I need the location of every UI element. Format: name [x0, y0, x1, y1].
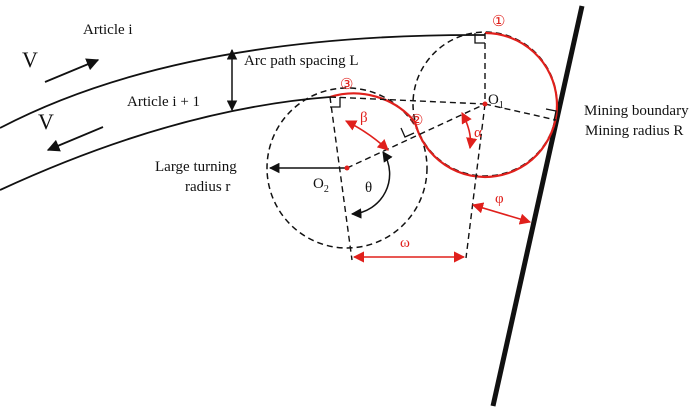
right-angle-boundary: [545, 108, 557, 122]
alpha-arc: [461, 112, 478, 150]
label-o1: O1: [488, 92, 504, 111]
point-3-marker: ③: [340, 77, 353, 93]
angle-phi: φ: [495, 191, 504, 207]
dash-p3-o1: [329, 96, 486, 105]
mining-boundary-line: [490, 5, 585, 407]
phi-arrow: [471, 202, 532, 225]
velocity-arrow-top: [44, 58, 100, 83]
angle-theta: θ: [365, 180, 372, 196]
path-article-i1: [0, 96, 331, 191]
label-v-bottom: V: [38, 109, 54, 134]
label-large-turning-1: Large turning: [155, 159, 237, 175]
angle-omega: ω: [400, 235, 410, 251]
right-angle-p2: [400, 127, 415, 138]
angle-alpha: α: [474, 125, 482, 141]
label-arc-spacing: Arc path spacing L: [244, 53, 359, 69]
path-article-i: [0, 34, 486, 129]
label-large-turning-2: radius r: [185, 179, 230, 195]
label-article-i1: Article i + 1: [127, 94, 200, 110]
point-1-marker: ①: [492, 14, 505, 30]
label-o2: O2: [313, 176, 329, 195]
red-arc-o1: [413, 31, 559, 179]
label-v-top: V: [22, 47, 38, 72]
center-o2-dot: [344, 165, 350, 171]
right-angle-p1: [474, 33, 485, 44]
right-angle-p3: [330, 97, 341, 108]
label-article-i: Article i: [83, 22, 133, 38]
label-mining-boundary: Mining boundary: [584, 103, 689, 119]
red-arc-o2: [329, 92, 416, 123]
circle-o2: [266, 87, 428, 249]
dash-o1-boundary: [484, 103, 557, 121]
point-2-marker: ②: [410, 113, 423, 129]
label-mining-radius: Mining radius R: [585, 123, 683, 139]
beta-arc: [344, 120, 389, 151]
dash-p3-o2: [329, 96, 353, 261]
theta-arc: [350, 151, 393, 219]
dash-o1-down: [465, 103, 486, 259]
velocity-arrow-bottom: [46, 126, 104, 152]
angle-beta: β: [360, 110, 368, 126]
center-o1-dot: [482, 101, 488, 107]
